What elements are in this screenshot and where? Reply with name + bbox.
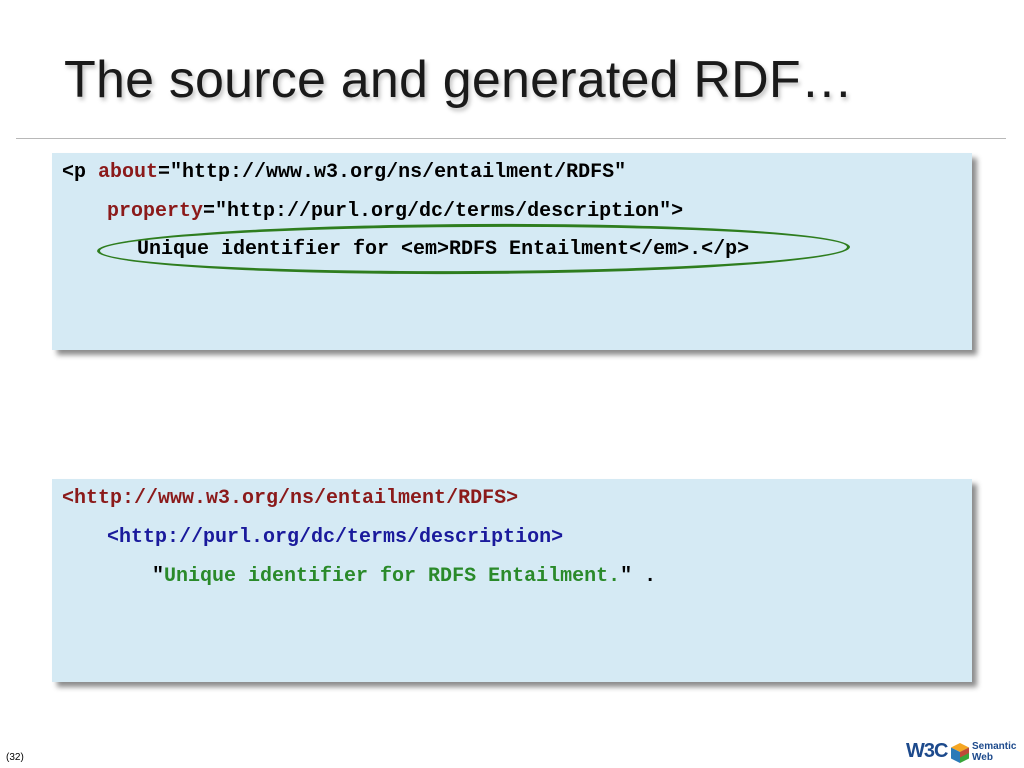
source-line-3: Unique identifier for <em>RDFS Entailmen… [137,238,750,261]
semantic-web-cube-icon [951,743,969,763]
rdf-object-line: "Unique identifier for RDFS Entailment."… [152,564,656,590]
source-line-2: property="http://purl.org/dc/terms/descr… [107,199,683,225]
source-line-1: <p about="http://www.w3.org/ns/entailmen… [62,160,626,186]
rdf-predicate: <http://purl.org/dc/terms/description> [107,526,564,549]
quote-open: " [152,565,165,588]
rdf-literal: Unique identifier for RDFS Entailment. [164,565,621,588]
rdf-subject: <http://www.w3.org/ns/entailment/RDFS> [62,487,519,510]
quote-close: " . [620,565,657,588]
w3c-semantic-web-logo: W3C Semantic Web [906,738,1022,768]
about-value: ="http://www.w3.org/ns/entailment/RDFS" [158,161,627,184]
page-number: (32) [6,752,24,763]
semantic-web-text: Semantic Web [972,741,1017,763]
tag-open: <p [62,161,99,184]
source-code-box: <p about="http://www.w3.org/ns/entailmen… [52,153,972,350]
w3c-wordmark: W3C [906,740,948,762]
property-attribute: property [107,200,204,223]
generated-rdf-box: <http://www.w3.org/ns/entailment/RDFS> <… [52,479,972,682]
property-value: ="http://purl.org/dc/terms/description"> [203,200,684,223]
title-divider [16,138,1006,139]
slide-title: The source and generated RDF… [64,51,854,109]
about-attribute: about [98,161,159,184]
